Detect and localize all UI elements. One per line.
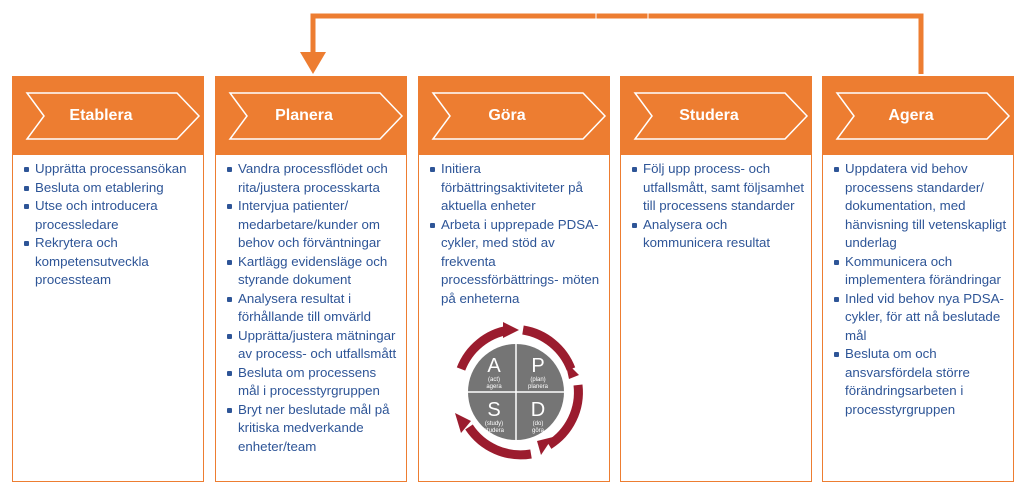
list-item: Uppdatera vid behov processens standarde… (834, 160, 1007, 253)
list-item: Intervjua patienter/ medarbetare/kunder … (227, 197, 400, 253)
column-body: Initiera förbättringsaktiviteter på aktu… (419, 155, 609, 308)
pdsa-letter-a: A (487, 355, 501, 377)
pdsa-sub-s: (study) (485, 421, 503, 427)
column-agera: Agera Uppdatera vid behov processens sta… (822, 76, 1014, 482)
pdsa-sub-a: (act) (488, 377, 500, 383)
chevron-icon (835, 92, 1011, 140)
column-title: Göra (488, 107, 526, 124)
column-body: Uppdatera vid behov processens standarde… (823, 155, 1013, 419)
column-title: Etablera (69, 107, 133, 124)
column-studera: Studera Följ upp process- och utfallsmåt… (620, 76, 812, 482)
list-item: Bryt ner beslutade mål på kritiska medve… (227, 401, 400, 457)
column-body: Vandra processflödet och rita/justera pr… (216, 155, 406, 456)
pdsa-sub-d: (do) (533, 421, 544, 427)
pdsa-letter-d: D (531, 399, 545, 421)
column-body: Upprätta processansökan Besluta om etabl… (13, 155, 203, 290)
chevron-icon (228, 92, 404, 140)
pdsa-sub2-s: studera (484, 428, 505, 434)
feedback-arrow (300, 13, 924, 74)
list-item: Initiera förbättringsaktiviteter på aktu… (430, 160, 603, 216)
column-planera: Planera Vandra processflödet och rita/ju… (215, 76, 407, 482)
column-etablera: Etablera Upprätta processansökan Besluta… (12, 76, 204, 482)
list-item: Besluta om etablering (24, 179, 197, 198)
list-item: Upprätta processansökan (24, 160, 197, 179)
column-header: Studera (621, 77, 811, 155)
pdsa-cycle: A (act) agera P (plan) planera S (study)… (455, 322, 583, 460)
list-item: Analysera och kommunicera resultat (632, 216, 805, 253)
column-title: Studera (679, 107, 739, 124)
list-item: Kommunicera och implementera förändringa… (834, 253, 1007, 290)
pdsa-letter-s: S (487, 399, 500, 421)
column-title: Agera (888, 107, 934, 124)
list-item: Upprätta/justera mätningar av process- o… (227, 327, 400, 364)
list-item: Kartlägg evidensläge och styrande dokume… (227, 253, 400, 290)
pdsa-sub2-d: göra (532, 428, 545, 434)
column-header: Göra (419, 77, 609, 155)
pdsa-sub-p: (plan) (530, 377, 545, 383)
list-item: Rekrytera och kompetensutveckla processt… (24, 234, 197, 290)
list-item: Besluta om och ansvarsfördela större för… (834, 345, 1007, 419)
column-header: Planera (216, 77, 406, 155)
list-item: Besluta om processens mål i processtyrgr… (227, 364, 400, 401)
list-item: Arbeta i upprepade PDSA-cykler, med stöd… (430, 216, 603, 309)
chevron-icon (633, 92, 809, 140)
column-body: Följ upp process- och utfallsmått, samt … (621, 155, 811, 253)
list-item: Analysera resultat i förhållande till om… (227, 290, 400, 327)
column-header: Agera (823, 77, 1013, 155)
chevron-icon (25, 92, 201, 140)
list-item: Utse och introducera processledare (24, 197, 197, 234)
pdsa-letter-p: P (531, 355, 544, 377)
list-item: Inled vid behov nya PDSA-cykler, för att… (834, 290, 1007, 346)
column-title: Planera (275, 107, 333, 124)
pdsa-sub2-p: planera (528, 384, 549, 390)
list-item: Vandra processflödet och rita/justera pr… (227, 160, 400, 197)
column-header: Etablera (13, 77, 203, 155)
chevron-icon (431, 92, 607, 140)
list-item: Följ upp process- och utfallsmått, samt … (632, 160, 805, 216)
column-gora: Göra Initiera förbättringsaktiviteter på… (418, 76, 610, 482)
pdsa-sub2-a: agera (486, 384, 502, 390)
